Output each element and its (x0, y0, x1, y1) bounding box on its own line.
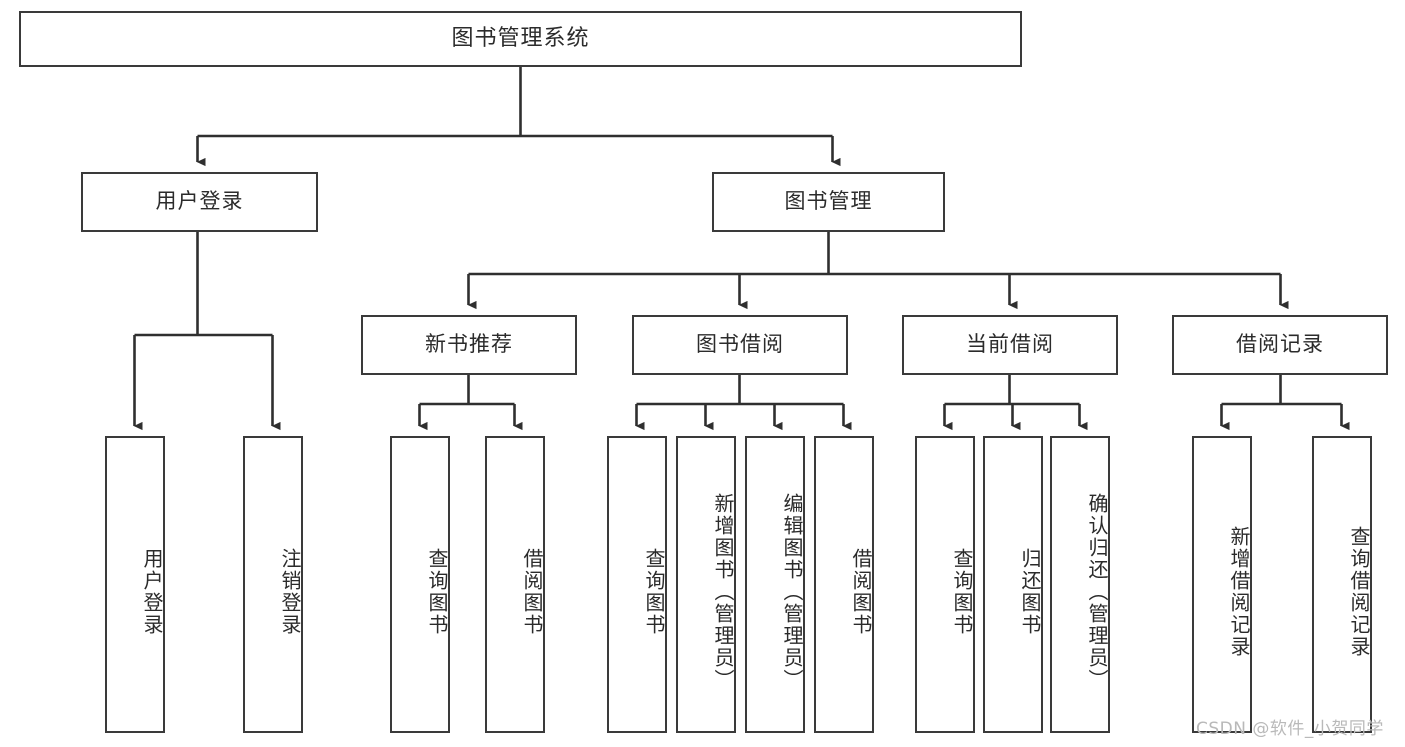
node-leaf-9-label: 归还图书 (1018, 547, 1042, 636)
node-leaf-10-label: 确认归还（管理员） (1085, 492, 1109, 691)
node-leaf-9[interactable]: 归还图书 (983, 436, 1043, 733)
node-leaf-5[interactable]: 新增图书（管理员） (676, 436, 736, 733)
node-leaf-2[interactable]: 查询图书 (390, 436, 450, 733)
node-leaf-11[interactable]: 新增借阅记录 (1192, 436, 1252, 733)
node-leaf-10[interactable]: 确认归还（管理员） (1050, 436, 1110, 733)
node-level2-1[interactable]: 图书管理 (712, 172, 945, 232)
node-level3-0[interactable]: 新书推荐 (361, 315, 577, 375)
node-leaf-5-label: 新增图书（管理员） (711, 492, 735, 691)
node-leaf-8[interactable]: 查询图书 (915, 436, 975, 733)
node-level3-3-label: 借阅记录 (1236, 332, 1324, 357)
node-level3-1-label: 图书借阅 (696, 332, 784, 357)
node-leaf-0-label: 用户登录 (140, 547, 164, 636)
node-root-title-label: 图书管理系统 (451, 25, 590, 51)
node-leaf-3[interactable]: 借阅图书 (485, 436, 545, 733)
node-leaf-12-label: 查询借阅记录 (1347, 525, 1371, 658)
node-leaf-0[interactable]: 用户登录 (105, 436, 165, 733)
node-level2-1-label: 图书管理 (784, 189, 873, 214)
node-leaf-2-label: 查询图书 (425, 547, 449, 636)
node-level2-0[interactable]: 用户登录 (81, 172, 318, 232)
node-level3-1[interactable]: 图书借阅 (632, 315, 848, 375)
node-leaf-12[interactable]: 查询借阅记录 (1312, 436, 1372, 733)
node-leaf-4[interactable]: 查询图书 (607, 436, 667, 733)
csdn-watermark: CSDN @软件_小贺同学 (1196, 719, 1384, 739)
node-leaf-6-label: 编辑图书（管理员） (780, 492, 804, 691)
node-level3-3[interactable]: 借阅记录 (1172, 315, 1388, 375)
node-leaf-1-label: 注销登录 (278, 547, 302, 636)
node-level3-2[interactable]: 当前借阅 (902, 315, 1118, 375)
node-leaf-4-label: 查询图书 (642, 547, 666, 636)
node-level3-2-label: 当前借阅 (966, 332, 1054, 357)
node-level3-0-label: 新书推荐 (425, 332, 513, 357)
node-leaf-8-label: 查询图书 (950, 547, 974, 636)
node-leaf-6[interactable]: 编辑图书（管理员） (745, 436, 805, 733)
node-leaf-1[interactable]: 注销登录 (243, 436, 303, 733)
node-leaf-7-label: 借阅图书 (849, 547, 873, 636)
node-leaf-7[interactable]: 借阅图书 (814, 436, 874, 733)
node-root-title[interactable]: 图书管理系统 (19, 11, 1022, 67)
node-level2-0-label: 用户登录 (155, 189, 244, 214)
node-leaf-3-label: 借阅图书 (520, 547, 544, 636)
node-leaf-11-label: 新增借阅记录 (1227, 525, 1251, 658)
